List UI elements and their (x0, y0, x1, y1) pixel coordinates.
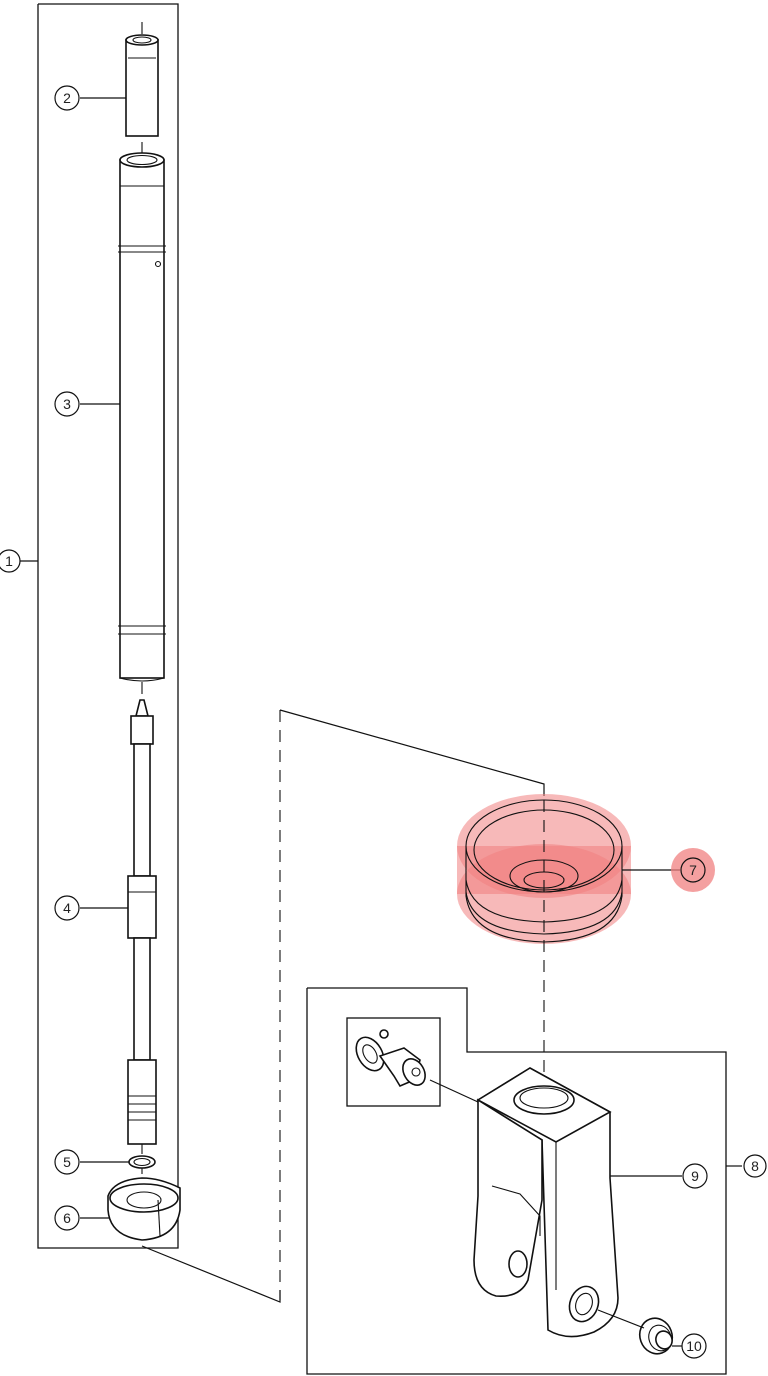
callout-8[interactable]: 8 (743, 1154, 767, 1178)
svg-text:6: 6 (63, 1210, 71, 1226)
callout-7[interactable]: 7 (671, 848, 715, 892)
svg-text:4: 4 (63, 900, 71, 916)
part-10-bushing[interactable] (597, 1309, 683, 1358)
callout-9[interactable]: 9 (682, 1163, 708, 1189)
assembly-8-bracket (306, 987, 742, 1375)
part-6-collar[interactable] (107, 1177, 181, 1241)
svg-text:3: 3 (63, 396, 71, 412)
assembly-1-bracket (20, 3, 179, 1249)
callout-3[interactable]: 3 (54, 391, 80, 417)
part-4-rod[interactable] (127, 699, 157, 1145)
part-5-ring[interactable] (128, 1155, 156, 1169)
svg-text:7: 7 (689, 862, 697, 878)
callout-1[interactable]: 1 (0, 549, 21, 573)
callout-10[interactable]: 10 (681, 1333, 707, 1359)
callout-6[interactable]: 6 (54, 1205, 80, 1231)
part-3-cylinder[interactable] (118, 152, 166, 682)
svg-text:5: 5 (63, 1154, 71, 1170)
part-7-cup[interactable] (457, 794, 680, 944)
part-9-clevis[interactable] (473, 1067, 682, 1338)
pin-part[interactable] (351, 1029, 430, 1089)
svg-text:9: 9 (691, 1168, 699, 1184)
detail-link-upper (279, 709, 545, 796)
callout-5[interactable]: 5 (54, 1149, 80, 1175)
svg-text:2: 2 (63, 90, 71, 106)
part-2-tube[interactable] (125, 34, 159, 137)
pin-detail-inset (346, 1017, 479, 1107)
svg-text:1: 1 (5, 553, 13, 569)
detail-link-lower (141, 1245, 281, 1303)
svg-text:10: 10 (686, 1338, 702, 1354)
svg-text:8: 8 (751, 1158, 759, 1174)
callout-2[interactable]: 2 (54, 85, 80, 111)
callout-4[interactable]: 4 (54, 895, 80, 921)
